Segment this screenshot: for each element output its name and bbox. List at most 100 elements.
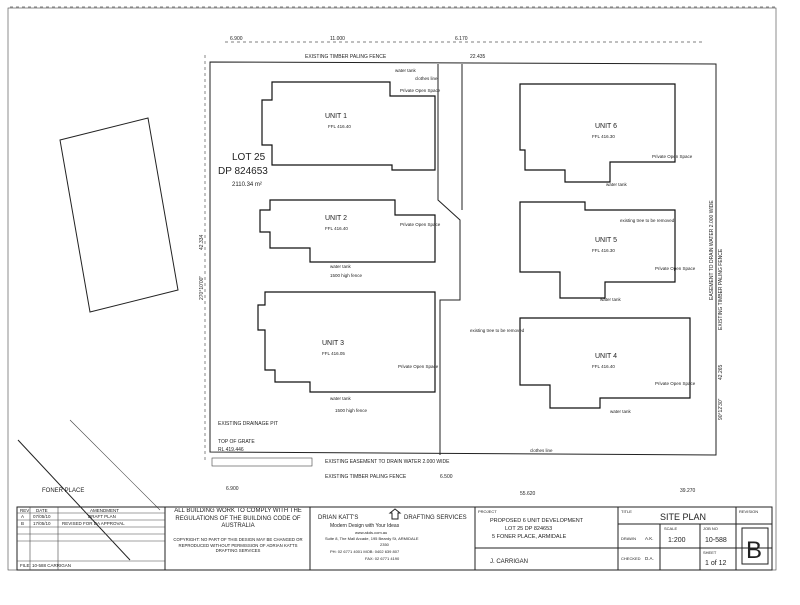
dim-top-left: 6.900 <box>230 36 243 42</box>
unit-4-ffl: FFL 416.40 <box>592 364 615 369</box>
label-water-tank-5: water tank <box>600 297 622 302</box>
scale-value: 1:200 <box>668 537 686 544</box>
street-line-2 <box>69 419 161 511</box>
unit-5-ffl: FFL 416.30 <box>592 248 615 253</box>
label-water-tank-6: water tank <box>606 182 628 187</box>
client-name: J. CARRIGAN <box>490 559 528 565</box>
project-lot-dp: LOT 25 DP 824653 <box>505 526 552 532</box>
unit-1-name: UNIT 1 <box>325 113 347 120</box>
street-line-1 <box>17 439 131 561</box>
copyright-note: COPYRIGHT: NO PART OF THIS DESIGN MAY BE… <box>173 537 303 554</box>
rev-row-1-amend: DRAFT PLAN <box>88 514 116 519</box>
rev-col-date: DATE <box>36 508 48 513</box>
title-block: REV DATE AMENDMENT A 07/05/10 DRAFT PLAN… <box>16 506 773 571</box>
unit-6-ffl: FFL 416.30 <box>592 134 615 139</box>
label-easement: EXISTING EASEMENT TO DRAIN WATER 2.000 W… <box>325 459 450 465</box>
checked-value: D.A. <box>645 556 654 561</box>
title-block-border <box>16 506 773 571</box>
lot-area: 2110.34 m² <box>232 182 262 188</box>
sheet-label: SHEET <box>703 550 717 555</box>
unit-4-name: UNIT 4 <box>595 353 617 360</box>
unit-6-name: UNIT 6 <box>595 123 617 130</box>
label-high-fence-2: 1500 high fence <box>330 273 363 278</box>
unit-5: UNIT 5 FFL 416.30 <box>519 201 676 299</box>
company-tagline: Modern Design with Your Ideas <box>330 523 400 529</box>
label-rl: RL 419.446 <box>218 447 244 453</box>
rev-row-1-rev: A <box>21 514 24 519</box>
dim-bottom-right: 55.620 <box>520 491 536 497</box>
label-pos-6: Private Open Space <box>652 154 693 159</box>
compliance-text: ALL BUILDING WORK TO COMPLY WITH THE REG… <box>174 508 302 529</box>
lot-dp: DP 824653 <box>218 166 268 177</box>
lot-title: LOT 25 <box>232 152 266 163</box>
revision-box <box>741 527 769 565</box>
sheet-number: 1 of 12 <box>705 560 727 567</box>
site-boundary <box>209 61 717 456</box>
label-pos-1: Private Open Space <box>400 88 441 93</box>
project-label: PROJECT <box>478 509 497 514</box>
company-address: Suite 8, The Mall Arcade, 195 Beardy St,… <box>325 536 419 541</box>
dim-left-side: 42.334 <box>199 234 205 250</box>
unit-5-name: UNIT 5 <box>595 237 617 244</box>
company-phone: PH: 02 6771 4001 MOB: 0402 639 807 <box>330 549 400 554</box>
label-pos-5: Private Open Space <box>655 266 696 271</box>
dim-top-right2: 22.435 <box>470 54 486 60</box>
rev-row-2-rev: B <box>21 521 24 526</box>
dim-top-right: 6.170 <box>455 36 468 42</box>
rev-col-amendment: AMENDMENT <box>90 508 119 513</box>
rev-row-1-date: 07/05/10 <box>33 514 51 519</box>
rev-col-rev: REV <box>20 508 29 513</box>
label-high-fence-3: 1500 high fence <box>335 408 368 413</box>
label-top-fence: EXISTING TIMBER PALING FENCE <box>305 54 387 60</box>
unit-4: UNIT 4 FFL 416.40 <box>519 317 691 409</box>
unit-1-ffl: FFL 416.40 <box>328 124 351 129</box>
dim-top-mid: 11.000 <box>330 36 345 42</box>
project-address: 5 FONER PLACE, ARMIDALE <box>492 534 567 540</box>
rev-row-2-amend: REVISED FOR DA APPROVAL <box>62 521 125 526</box>
label-top-of-grate: TOP OF GRATE <box>218 439 255 445</box>
label-pos-2: Private Open Space <box>400 222 441 227</box>
neighbour-court <box>59 117 179 313</box>
label-water-tank-2: water tank <box>330 264 352 269</box>
revision-letter: B <box>746 537 762 564</box>
label-right-fence: EXISTING TIMBER PALING FENCE <box>718 248 724 330</box>
label-bottom-fence: EXISTING TIMBER PALING FENCE <box>325 474 407 480</box>
label-clothes-line-4: clothes line <box>530 448 553 453</box>
kerb-strip <box>211 457 313 467</box>
unit-1: UNIT 1 FFL 416.40 <box>261 81 436 171</box>
drawn-label: DRAWN <box>621 536 636 541</box>
company-fax: FAX: 02 6771 4190 <box>365 556 400 561</box>
revision-label: REVISION <box>739 509 758 514</box>
unit-6: UNIT 6 FFL 416.30 <box>519 83 676 183</box>
unit-3-name: UNIT 3 <box>322 340 344 347</box>
dim-bottom-mid: 6.500 <box>440 474 453 480</box>
scale-label: SCALE <box>664 526 677 531</box>
label-clothes-line-1: clothes line <box>415 76 438 81</box>
label-tree-drive: existing tree to be removed <box>470 328 525 333</box>
label-drainage-pit: EXISTING DRAINAGE PIT <box>218 421 278 427</box>
unit-3: UNIT 3 FFL 416.05 <box>257 291 436 393</box>
drawn-value: A.K. <box>645 536 654 541</box>
dim-left-bearing: 270°10'00" <box>199 276 205 300</box>
label-pos-4: Private Open Space <box>655 381 696 386</box>
dim-right-side: 42.265 <box>718 364 724 380</box>
dim-right-bearing: 90°12'30" <box>718 398 724 420</box>
company-web: www.akds.com.au <box>355 530 387 535</box>
checked-label: CHECKED <box>621 556 641 561</box>
job-number: 10-588 <box>705 537 727 544</box>
driveway-edge-left <box>437 64 461 455</box>
file-ref: FILE: 10-588 CARRIGAN <box>20 563 71 568</box>
project-name: PROPOSED 6 UNIT DEVELOPMENT <box>490 518 584 524</box>
label-right-easement: EASEMENT TO DRAIN WATER 2.000 WIDE <box>709 200 715 300</box>
copyright-text: COPYRIGHT: NO PART OF THIS DESIGN MAY BE… <box>173 537 303 554</box>
company-postcode: 2350 <box>380 542 390 547</box>
rev-row-2-date: 17/05/10 <box>33 521 51 526</box>
unit-2: UNIT 2 FFL 416.40 <box>259 199 436 263</box>
title-label: TITLE <box>621 509 632 514</box>
label-water-tank-4: water tank <box>610 409 632 414</box>
unit-2-name: UNIT 2 <box>325 215 347 222</box>
label-water-tank-1: water tank <box>395 68 417 73</box>
company-name-left: DRIAN KATT'S <box>318 515 358 521</box>
